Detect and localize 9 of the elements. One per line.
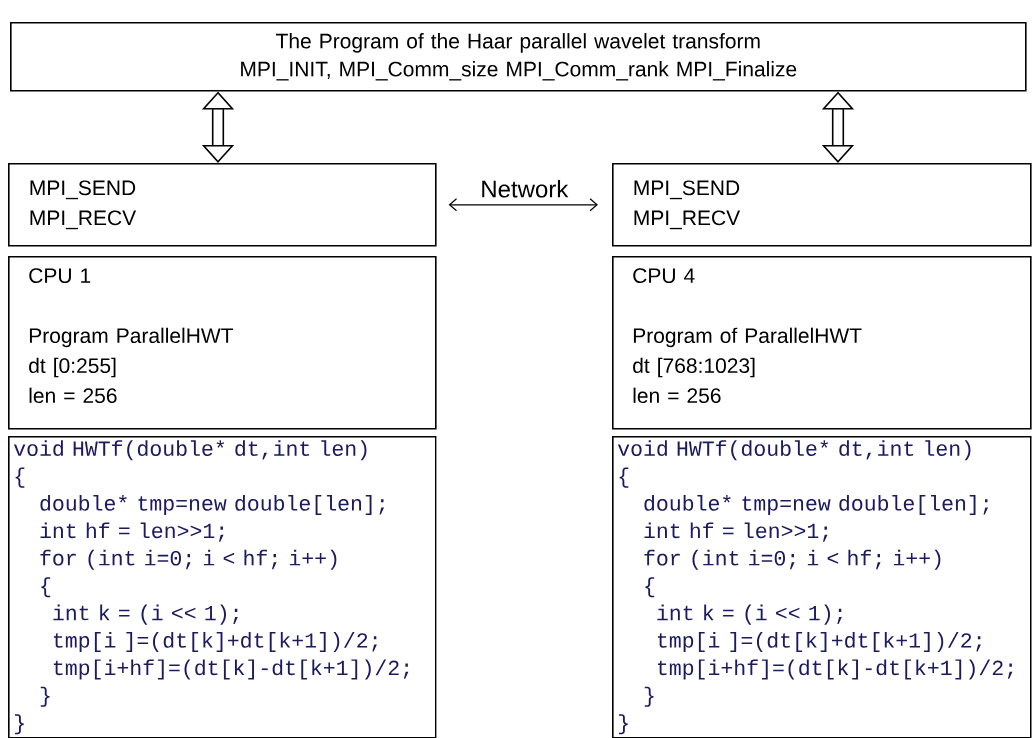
code-box: void HWTf(double* dt,int len) { double* tmp=new double[len]; int hf = len>>1; for (int i=0; i < hf; i++) { int k = (i << 1); tmp[i ]=(dt[k]+dt[k+1])/2; tmp[i+hf]=(dt[k]-dt[k+1])/2; } } [612,436,1032,738]
edge-label: Network [479,178,570,199]
cpu-box: CPU 1 Program ParallelHWT dt [0:255] len = 256 [8,256,437,430]
code-box: void HWTf(double* dt,int len) { double* tmp=new double[len]; int hf = len>>1; for (int i=0; i < hf; i++) { int k = (i << 1); tmp[i ]=(dt[k]+dt[k+1])/2; tmp[i+hf]=(dt[k]-dt[k+1])/2; } } [8,436,437,738]
mpi-box: MPI_SEND MPI_RECV [612,163,1032,247]
arrow [448,198,598,212]
program-box: The Program of the Haar parallel wavelet transform MPI_INIT, MPI_Comm_size MPI_Comm_rank MPI_Finalize [10,22,1027,92]
mpi-box: MPI_SEND MPI_RECV [8,163,437,247]
cpu-box: CPU 4 Program of ParallelHWT dt [768:1023] len = 256 [612,256,1032,430]
